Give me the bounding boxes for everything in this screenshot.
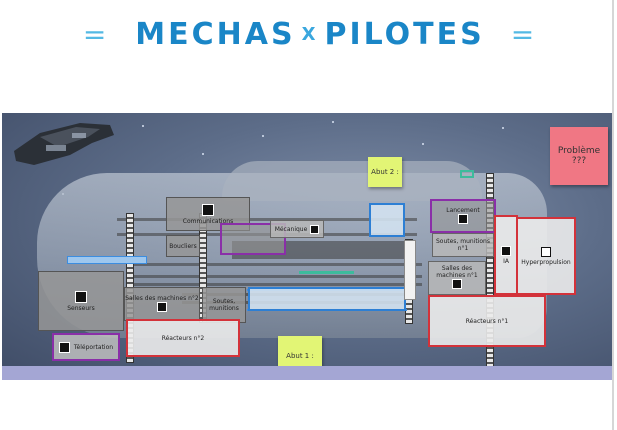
ship-hull-top — [222, 161, 482, 201]
floor-strip — [2, 366, 612, 380]
room-label: Soutes, munitions — [209, 298, 239, 312]
room-label: Soutes, munitions n°1 — [435, 238, 490, 252]
star — [332, 121, 334, 123]
room-hyperpropulsion[interactable]: Hyperpropulsion — [516, 217, 576, 295]
room-sas[interactable] — [404, 240, 416, 300]
engine-icon — [157, 301, 167, 312]
room-teleportation[interactable]: Téléportation — [52, 333, 120, 361]
mecanique-icon — [310, 224, 320, 234]
room-mecanique-frame[interactable] — [220, 223, 286, 255]
title-decor-left: = — [82, 17, 110, 51]
corridor-rail — [132, 275, 422, 278]
room-boucliers[interactable]: Boucliers — [166, 235, 200, 257]
room-ia[interactable]: IA — [494, 215, 518, 295]
communications-icon — [202, 203, 214, 216]
star — [502, 127, 504, 129]
sticky-note-about2[interactable]: Abut 2 : — [368, 157, 402, 187]
room-soutes-munitions-1[interactable]: Soutes, munitions n°1 — [432, 233, 494, 257]
lancement-icon — [458, 213, 468, 224]
room-coursive[interactable] — [248, 287, 406, 311]
star — [422, 143, 424, 145]
game-title: = MECHAS X PILOTES = — [60, 14, 560, 54]
room-label: Lancement — [446, 206, 480, 214]
room-soutes-munitions[interactable]: Soutes, munitions — [202, 287, 246, 323]
ia-icon — [501, 245, 511, 256]
corridor-rail — [132, 263, 422, 266]
corridor-rail — [117, 218, 417, 221]
room-label: IA — [503, 257, 509, 265]
room-senseurs[interactable]: Senseurs — [38, 271, 124, 331]
title-mechas: MECHAS — [135, 16, 296, 52]
room-reacteurs-1[interactable]: Réacteurs n°1 — [428, 295, 546, 347]
green-conduit — [299, 271, 354, 274]
room-salles-machines-1[interactable]: Salles des machines n°1 — [428, 261, 486, 295]
title-pilotes: PILOTES — [324, 16, 485, 52]
teleportation-icon — [58, 341, 70, 353]
room-label: Réacteurs n°1 — [465, 317, 509, 325]
ship-board[interactable]: Communications Boucliers Mécanique Sense… — [2, 113, 612, 380]
room-stockage[interactable] — [369, 203, 405, 237]
title-decor-right: = — [510, 17, 538, 51]
star — [202, 153, 204, 155]
room-lancement[interactable]: Lancement — [430, 199, 496, 233]
room-label: Boucliers — [169, 242, 197, 250]
page-divider — [612, 0, 614, 430]
senseurs-icon — [75, 290, 87, 303]
star — [262, 135, 264, 137]
corridor-segment — [67, 256, 147, 264]
star — [142, 125, 144, 127]
room-label: Salles des machines n°2 — [125, 294, 199, 302]
room-salles-machines-2[interactable]: Salles des machines n°2 — [124, 287, 200, 321]
title-x: X — [301, 23, 319, 45]
spaceship-icon — [14, 123, 114, 165]
room-label: Mécanique — [274, 225, 308, 233]
room-mecanique[interactable]: Mécanique — [270, 220, 324, 238]
engine-icon — [452, 279, 462, 289]
room-label: Senseurs — [67, 304, 95, 312]
room-label: Réacteurs n°2 — [161, 334, 205, 342]
hyperpropulsion-icon — [541, 246, 551, 257]
corridor-rail — [132, 283, 422, 286]
header: = MECHAS X PILOTES = — [0, 0, 617, 110]
room-label: Salles des machines n°1 — [436, 265, 478, 279]
room-label: Communications — [182, 217, 234, 225]
room-label: Hyperpropulsion — [521, 258, 571, 266]
hatch-icon — [460, 170, 474, 178]
room-reacteurs-2[interactable]: Réacteurs n°2 — [126, 319, 240, 357]
room-label: Téléportation — [73, 343, 114, 351]
sticky-note-probleme[interactable]: Problème ??? — [550, 127, 608, 185]
